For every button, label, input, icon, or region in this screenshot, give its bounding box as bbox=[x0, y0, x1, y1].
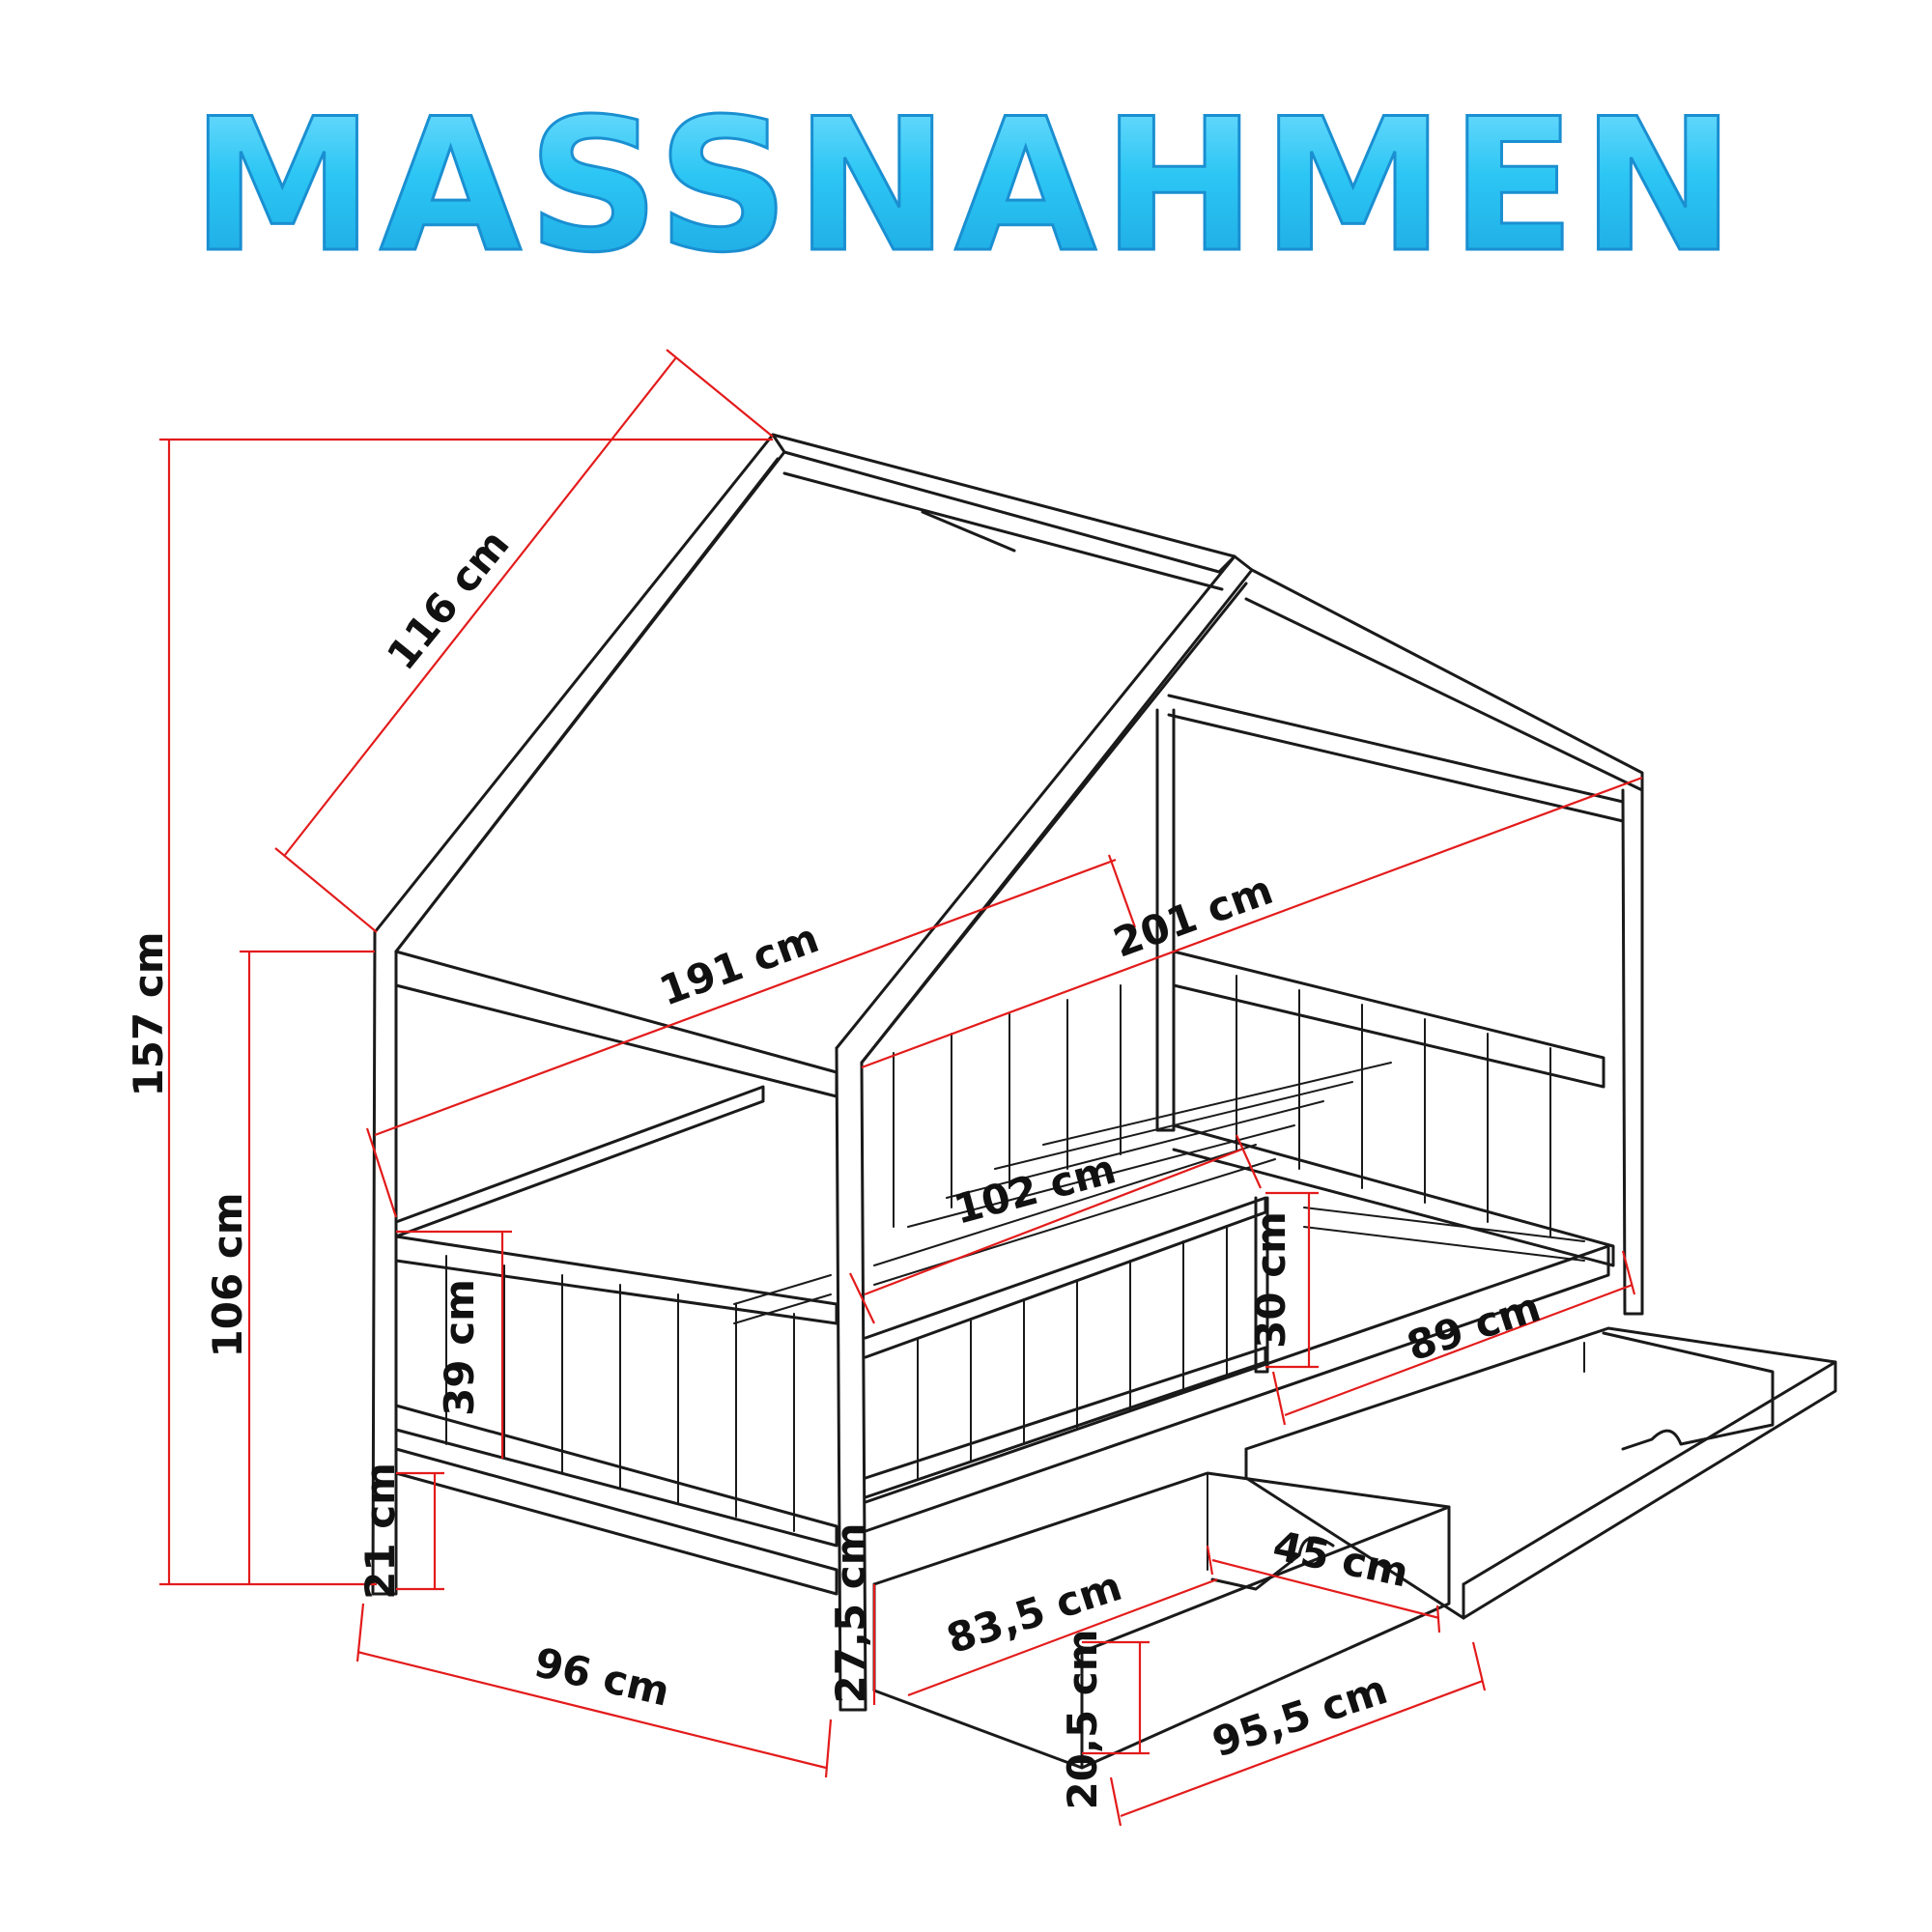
dim-tick bbox=[1471, 1641, 1487, 1691]
dim-tick bbox=[1235, 1134, 1263, 1189]
front-base bbox=[394, 1447, 838, 1596]
back-right-post bbox=[1621, 788, 1644, 1316]
roof-cross-brace bbox=[921, 510, 1016, 553]
label-leg-height: 21 cm bbox=[356, 1463, 404, 1600]
label-rail-height-small: 30 cm bbox=[1247, 1211, 1294, 1349]
dim-tick bbox=[1271, 1371, 1287, 1426]
slat bbox=[1042, 1062, 1392, 1146]
left-rail-top bbox=[394, 1085, 765, 1238]
slat bbox=[733, 1274, 832, 1305]
mattress-slats bbox=[733, 1062, 1585, 1324]
back-rail-top bbox=[1172, 950, 1605, 1089]
side-guard-bars bbox=[917, 1226, 1228, 1479]
dim-tick bbox=[365, 1127, 398, 1218]
label-outer-length: 201 cm bbox=[1107, 866, 1278, 967]
slat bbox=[1303, 1207, 1585, 1242]
dim-line-drawer-width-small bbox=[1211, 1558, 1440, 1620]
front-left-post bbox=[371, 930, 398, 1596]
back-roof-inner-2 bbox=[1167, 713, 1625, 823]
drawer-small-side bbox=[1080, 1505, 1451, 1770]
drawer-large-front bbox=[1244, 1447, 1465, 1620]
bed-frame bbox=[371, 433, 1644, 1712]
label-drawer-height: 20,5 cm bbox=[1059, 1630, 1106, 1810]
dim-line-outer-length bbox=[861, 776, 1643, 1069]
dim-tick bbox=[849, 1272, 875, 1324]
dim-tick bbox=[1107, 854, 1137, 928]
dim-tick bbox=[1435, 1605, 1441, 1634]
dim-line-drawer-length bbox=[1120, 1679, 1484, 1818]
drawers bbox=[872, 1326, 1837, 1770]
slat bbox=[946, 1100, 1324, 1199]
label-total-height: 157 cm bbox=[125, 932, 172, 1097]
label-drawer-width-small: 45 cm bbox=[1269, 1521, 1413, 1596]
label-side-height: 106 cm bbox=[204, 1193, 251, 1358]
dim-line-mattress-length bbox=[864, 1148, 1242, 1296]
front-right-post bbox=[835, 1046, 867, 1712]
slat bbox=[873, 1158, 1276, 1286]
dimension-lines bbox=[159, 349, 1643, 1827]
dim-line-drawer-depth bbox=[1284, 1283, 1634, 1417]
slat bbox=[907, 1124, 1295, 1228]
label-bed-height-front: 27,5 cm bbox=[827, 1523, 874, 1704]
dim-tick bbox=[666, 349, 774, 438]
back-roof-inner bbox=[1167, 694, 1625, 804]
front-right-gable-inner bbox=[860, 582, 1248, 1065]
dim-tick bbox=[1206, 1545, 1214, 1576]
back-roof bbox=[1244, 568, 1644, 792]
slat bbox=[994, 1081, 1353, 1170]
dim-line-drawer-length-side bbox=[907, 1577, 1218, 1697]
side-guard-top bbox=[864, 1196, 1267, 1359]
dim-tick bbox=[824, 1719, 833, 1778]
dim-line-roof-length bbox=[284, 356, 677, 856]
dim-tick bbox=[355, 1603, 365, 1662]
left-rail-mid bbox=[394, 1235, 838, 1325]
ridge-beam bbox=[771, 433, 1236, 574]
back-middle-post bbox=[1155, 708, 1176, 1132]
drawer-small-handle bbox=[1210, 1536, 1335, 1591]
dim-tick bbox=[274, 847, 378, 933]
front-gable-inner bbox=[394, 457, 780, 953]
label-width: 96 cm bbox=[530, 1638, 674, 1716]
dimension-labels: 157 cm 116 cm 106 cm 191 cm 201 cm 102 c… bbox=[125, 521, 1546, 1809]
ridge-beam-lower bbox=[782, 471, 1224, 591]
front-top-crossbar bbox=[394, 950, 838, 1098]
side-guard-bottom bbox=[864, 1346, 1267, 1499]
drawer-large-side bbox=[1462, 1360, 1837, 1620]
main-side-rail bbox=[864, 1244, 1610, 1533]
side-guard-end-post bbox=[1254, 1196, 1269, 1374]
slat bbox=[873, 1144, 1257, 1266]
slat bbox=[733, 1293, 832, 1324]
drawer-large-top bbox=[1244, 1326, 1837, 1451]
label-rail-height-front: 39 cm bbox=[436, 1279, 483, 1416]
dim-tick bbox=[1621, 1250, 1636, 1295]
left-railing-bars bbox=[445, 1255, 795, 1532]
label-roof-length: 116 cm bbox=[378, 521, 519, 679]
dim-tick bbox=[1109, 1776, 1122, 1827]
back-rail-bottom bbox=[1172, 1123, 1615, 1267]
page-title: MASSNAHMEN bbox=[191, 79, 1741, 293]
back-wall-bars bbox=[1236, 975, 1551, 1237]
dim-line-inner-length bbox=[374, 858, 1117, 1137]
label-drawer-length: 95,5 cm bbox=[1207, 1665, 1393, 1766]
slat bbox=[1303, 1226, 1585, 1262]
front-gable-outer bbox=[373, 433, 786, 953]
front-right-gable bbox=[835, 554, 1254, 1065]
left-rail-bottom bbox=[394, 1404, 838, 1548]
dim-line-width bbox=[356, 1650, 827, 1770]
drawer-large-handle bbox=[1602, 1331, 1775, 1451]
